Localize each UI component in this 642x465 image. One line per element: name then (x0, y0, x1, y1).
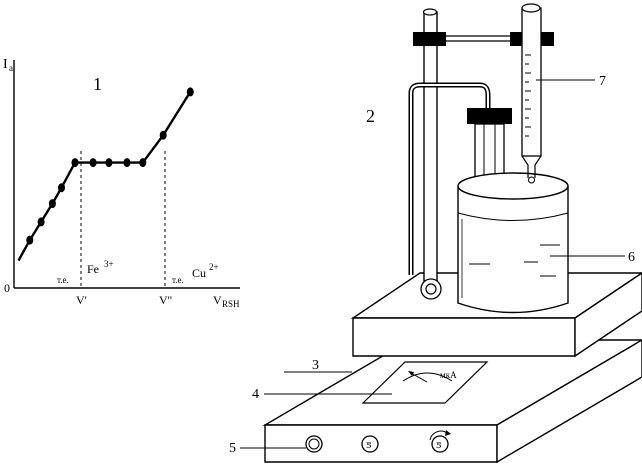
panel-1-number: 1 (93, 74, 102, 94)
callout-4: 4 (252, 387, 259, 402)
eq2-ion: Cu (192, 266, 206, 280)
reference-electrode (408, 82, 491, 275)
curve-point (123, 158, 131, 168)
y-axis-sub: a (9, 63, 13, 73)
eq1-charge: 3+ (104, 259, 114, 269)
curve-point (71, 158, 79, 168)
curve-point (26, 235, 34, 245)
control-knob-2[interactable]: ƽ (361, 435, 379, 453)
stand-rod (420, 8, 442, 300)
callout-7: 7 (599, 74, 606, 89)
x-axis-label: V (213, 293, 222, 307)
control-knob-1[interactable] (305, 435, 323, 453)
rotate-arrow-icon (429, 430, 448, 441)
x-axis-sub: RSH (222, 299, 240, 309)
curve-point (105, 158, 113, 168)
titration-apparatus: 2 мкА ƽ ƽ (229, 3, 642, 464)
eq2-charge: 2+ (209, 262, 219, 272)
origin-label: 0 (4, 281, 10, 295)
curve-point (37, 217, 45, 227)
meter-unit: мкА (440, 370, 457, 380)
knob-3-symbol: ƽ (436, 437, 441, 451)
curve-point (48, 199, 56, 209)
titration-graph: I a 0 1 т.е. Fe 3+ V' т.е. Cu 2+ V'' V R… (3, 57, 240, 309)
callout-5: 5 (229, 441, 236, 456)
knob-2-symbol: ƽ (366, 437, 371, 451)
beaker (457, 172, 569, 314)
eq2-prefix: т.е. (172, 275, 184, 285)
burette (521, 3, 542, 184)
eq1-prefix: т.е. (57, 275, 69, 285)
curve-point (58, 183, 65, 193)
eq2-volume-label: V'' (159, 293, 172, 307)
callout-3: 3 (312, 358, 319, 373)
curve-point (89, 158, 97, 168)
microammeter: мкА (361, 361, 489, 404)
curve-point (139, 158, 147, 168)
y-axis-label: I (3, 57, 8, 72)
callout-6: 6 (628, 250, 635, 265)
eq1-volume-label: V' (76, 293, 87, 307)
curve-point (159, 130, 167, 140)
eq1-ion: Fe (87, 262, 99, 276)
panel-2-number: 2 (366, 106, 375, 126)
curve-point (186, 87, 194, 97)
control-knob-3[interactable]: ƽ (429, 430, 451, 453)
